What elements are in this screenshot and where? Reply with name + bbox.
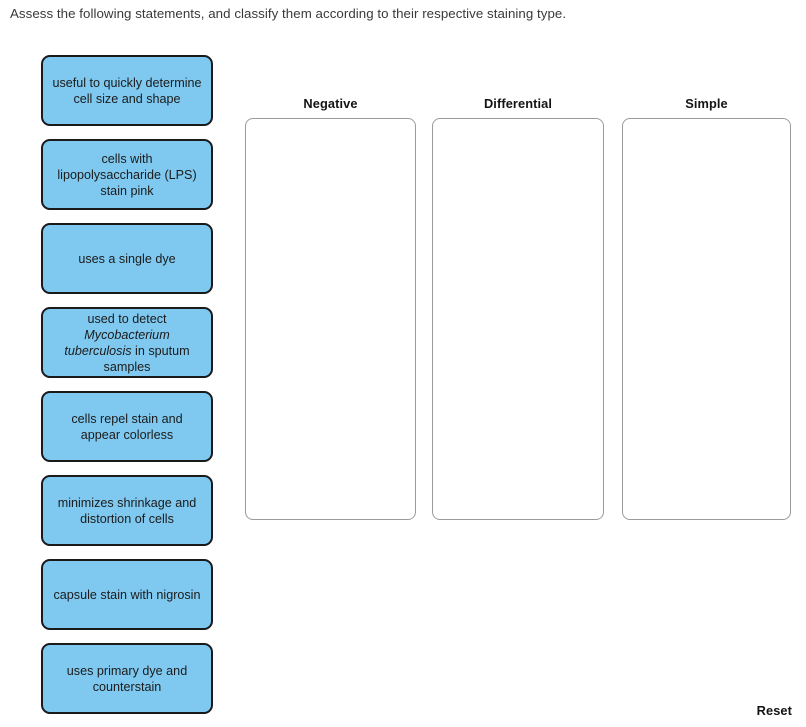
statement-tile[interactable]: used to detect Mycobacterium tuberculosi…	[41, 307, 213, 378]
statement-tile-label: minimizes shrinkage and distortion of ce…	[57, 495, 197, 526]
drop-zone-area[interactable]	[432, 118, 604, 520]
drop-zone-group: Negative Differential Simple	[245, 96, 793, 526]
statement-tile[interactable]: useful to quickly determine cell size an…	[41, 55, 213, 126]
statement-tile-list: useful to quickly determine cell size an…	[41, 55, 213, 727]
drop-zone-differential: Differential	[432, 96, 604, 520]
statement-tile-label: uses primary dye and counterstain	[66, 663, 188, 694]
statement-tile[interactable]: uses primary dye and counterstain	[41, 643, 213, 714]
drop-zone-header: Simple	[685, 96, 728, 111]
statement-tile[interactable]: minimizes shrinkage and distortion of ce…	[41, 475, 213, 546]
statement-tile-label: cells with lipopolysaccharide (LPS) stai…	[57, 151, 197, 198]
statement-tile-label: capsule stain with nigrosin	[53, 587, 201, 602]
statement-tile-label: uses a single dye	[78, 251, 176, 266]
drop-zone-negative: Negative	[245, 96, 416, 520]
drop-zone-simple: Simple	[622, 96, 791, 520]
reset-button[interactable]: Reset	[756, 703, 792, 718]
statement-tile-label: used to detect Mycobacterium tuberculosi…	[64, 311, 190, 374]
instruction-text: Assess the following statements, and cla…	[10, 6, 567, 21]
statement-tile-label: useful to quickly determine cell size an…	[52, 75, 202, 106]
drop-zone-area[interactable]	[245, 118, 416, 520]
drop-zone-header: Differential	[483, 96, 553, 111]
drop-zone-header: Negative	[303, 96, 358, 111]
statement-tile-label: cells repel stain and appear colorless	[71, 411, 183, 442]
drop-zone-area[interactable]	[622, 118, 791, 520]
statement-tile[interactable]: cells with lipopolysaccharide (LPS) stai…	[41, 139, 213, 210]
statement-tile[interactable]: cells repel stain and appear colorless	[41, 391, 213, 462]
statement-tile[interactable]: uses a single dye	[41, 223, 213, 294]
statement-tile[interactable]: capsule stain with nigrosin	[41, 559, 213, 630]
